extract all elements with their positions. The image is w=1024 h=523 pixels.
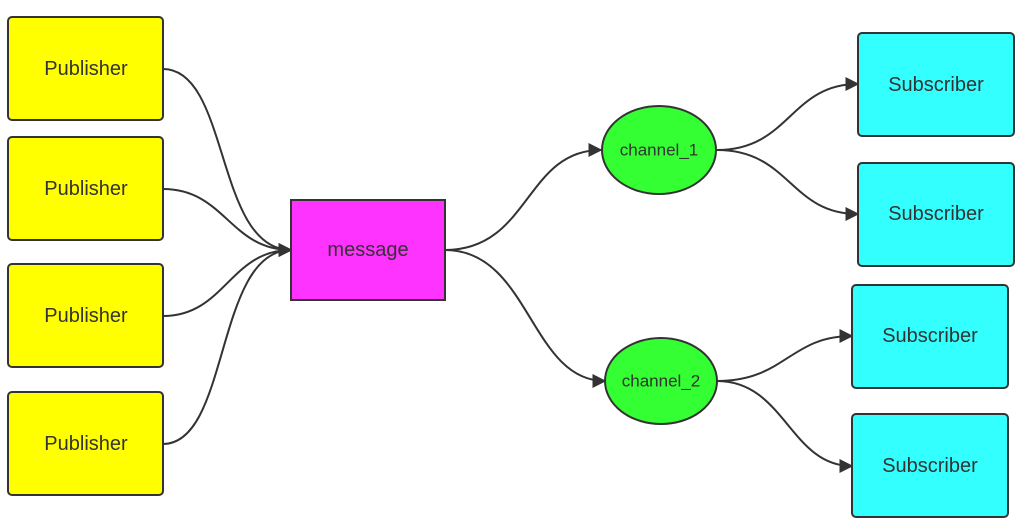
message-node: message [290,199,446,301]
subscriber-label: Subscriber [888,203,984,225]
message-box [290,199,446,301]
edge-publisher-4-to-message [162,243,293,445]
subscriber-node-3: Subscriber [851,284,1009,389]
edge-publisher-1-to-message [162,68,293,257]
edge-channel-2-to-subscriber-3 [716,329,854,382]
subscriber-box [851,284,1009,389]
publisher-node-2: Publisher [7,136,164,241]
subscriber-node-1: Subscriber [857,32,1015,137]
subscriber-box [857,162,1015,267]
edge-publisher-3-to-message [162,243,293,317]
channel-node-1: channel_1 [601,105,717,195]
channel-node-2: channel_2 [604,337,718,425]
publisher-box [7,263,164,368]
channel-label: channel_1 [620,141,698,160]
publisher-label: Publisher [44,178,128,200]
publisher-label: Publisher [44,58,128,80]
publisher-label: Publisher [44,305,128,327]
subscriber-label: Subscriber [888,74,984,96]
subscriber-box [851,413,1009,518]
subscriber-box [857,32,1015,137]
publisher-node-3: Publisher [7,263,164,368]
edge-message-to-channel-2 [444,249,607,388]
subscriber-node-4: Subscriber [851,413,1009,518]
publisher-box [7,16,164,121]
subscriber-label: Subscriber [882,325,978,347]
subscriber-node-2: Subscriber [857,162,1015,267]
edge-channel-2-to-subscriber-4 [716,380,854,473]
publisher-node-4: Publisher [7,391,164,496]
channel-ellipse [604,337,718,425]
channel-label: channel_2 [622,372,700,391]
edge-publisher-2-to-message [162,188,293,257]
channel-ellipse [601,105,717,195]
publisher-box [7,391,164,496]
message-label: message [327,239,408,261]
publisher-node-1: Publisher [7,16,164,121]
subscriber-label: Subscriber [882,455,978,477]
publisher-box [7,136,164,241]
edge-channel-1-to-subscriber-1 [716,77,860,151]
publisher-label: Publisher [44,433,128,455]
edge-channel-1-to-subscriber-2 [716,149,860,221]
edge-message-to-channel-1 [444,143,603,251]
